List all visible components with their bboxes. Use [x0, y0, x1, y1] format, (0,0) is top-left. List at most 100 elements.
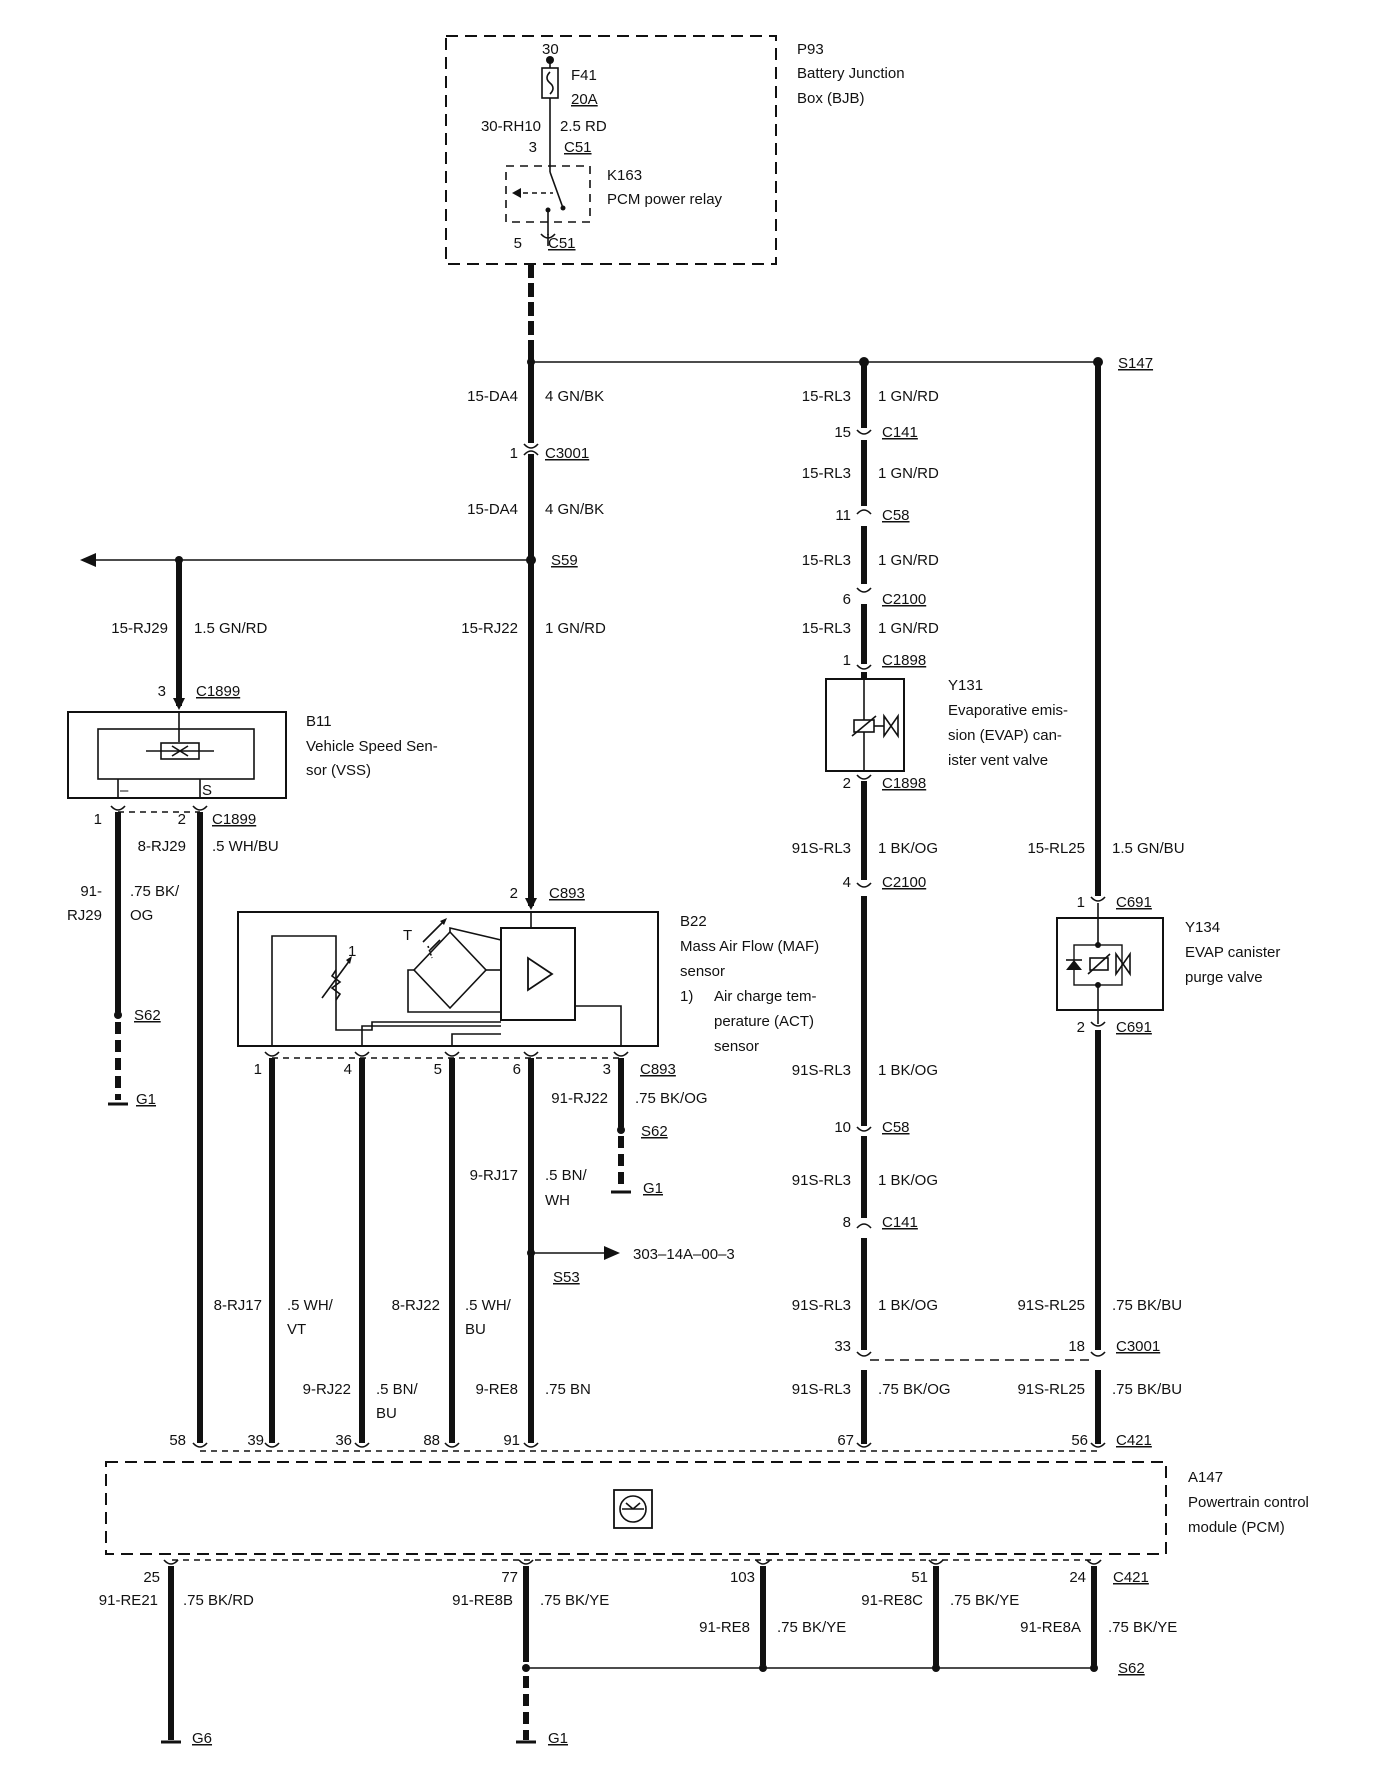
valve-icon: [883, 713, 899, 739]
c1899-top: C1899: [196, 683, 240, 700]
pin-2-c691: 2: [1077, 1019, 1085, 1036]
wire-9-re8: 9-RE8: [475, 1381, 518, 1398]
wire-91-re8a: 91-RE8A: [1020, 1619, 1081, 1636]
c3001-bottom: C3001: [1116, 1338, 1160, 1355]
pin-11: 11: [835, 507, 851, 524]
pin-2-c1899: 2: [178, 811, 186, 828]
purge-valve-icon: [1115, 951, 1131, 977]
pin-1-c1899: 1: [94, 811, 102, 828]
ref-303-14a-00-3: 303–14A–00–3: [633, 1246, 735, 1263]
pin-1-c691: 1: [1077, 894, 1085, 911]
wire-15-rl25: 15-RL25: [1027, 840, 1085, 857]
pcm-module-icon: [613, 1489, 653, 1529]
wire-8-rj17-spec-1: .5 WH/: [287, 1297, 334, 1314]
pin-1-c3001: 1: [510, 445, 518, 462]
b11-name-2: sor (VSS): [306, 762, 371, 779]
g6: G6: [192, 1730, 212, 1747]
wire-91s-rl25-a-spec: .75 BK/BU: [1112, 1297, 1182, 1314]
pin-58: 58: [169, 1432, 186, 1449]
wire-30-rh10: 30-RH10: [481, 118, 541, 135]
maf-label-1: 1: [348, 943, 356, 960]
y134-name-2: purge valve: [1185, 969, 1263, 986]
c421-top: C421: [1116, 1432, 1152, 1449]
b22-maf-box: [237, 911, 659, 1047]
pin-56: 56: [1071, 1432, 1088, 1449]
wire-8-rj17: 8-RJ17: [214, 1297, 262, 1314]
thermistor-icon: [321, 959, 351, 999]
wire-91-re8c-spec: .75 BK/YE: [950, 1592, 1019, 1609]
wire-91-rj29-spec-2: OG: [130, 907, 153, 924]
s62-pcm: S62: [1118, 1660, 1145, 1677]
pin-24: 24: [1069, 1569, 1086, 1586]
c421-bottom: C421: [1113, 1569, 1149, 1586]
pin-3-c51: 3: [529, 139, 537, 156]
maf-label-t: T: [403, 927, 412, 944]
wire-15-rj29-spec: 1.5 GN/RD: [194, 620, 268, 637]
s147: S147: [1118, 355, 1153, 372]
wire-15-da4-a: 15-DA4: [467, 388, 518, 405]
c3001-top: C3001: [545, 445, 589, 462]
wire-15-rl3-c-spec: 1 GN/RD: [878, 552, 939, 569]
wire-9-rj17-spec-1: .5 BN/: [545, 1167, 588, 1184]
wire-91-re8c: 91-RE8C: [861, 1592, 923, 1609]
c2100-bottom: C2100: [882, 874, 926, 891]
wire-8-rj17-spec-2: VT: [287, 1321, 306, 1338]
wire-15-rl3-d-spec: 1 GN/RD: [878, 620, 939, 637]
pin-25: 25: [143, 1569, 160, 1586]
pin-b22-1: 1: [254, 1061, 262, 1078]
wire-91-re8-spec: .75 BK/YE: [777, 1619, 846, 1636]
c691-top: C691: [1116, 894, 1152, 911]
wire-9-rj17: 9-RJ17: [470, 1167, 518, 1184]
c893-bottom: C893: [640, 1061, 676, 1078]
wire-91-rj22: 91-RJ22: [551, 1090, 608, 1107]
wire-8-rj29: 8-RJ29: [138, 838, 186, 855]
wire-91s-rl3-c: 91S-RL3: [792, 1172, 851, 1189]
p93-name-2: Box (BJB): [797, 90, 865, 107]
wire-91s-rl3-b: 91S-RL3: [792, 1062, 851, 1079]
p93-id: P93: [797, 41, 824, 58]
a147-id: A147: [1188, 1469, 1223, 1486]
wire-9-rj22-spec-1: .5 BN/: [376, 1381, 419, 1398]
wire-15-rl3-c: 15-RL3: [802, 552, 851, 569]
wire-91-re8: 91-RE8: [699, 1619, 750, 1636]
c51-top: C51: [564, 139, 592, 156]
wire-91s-rl3-a-spec: 1 BK/OG: [878, 840, 938, 857]
c58-top: C58: [882, 507, 910, 524]
pin-51: 51: [911, 1569, 928, 1586]
wire-91s-rl3-d-spec: 1 BK/OG: [878, 1297, 938, 1314]
g1-vss: G1: [136, 1091, 156, 1108]
wire-15-rl3-d: 15-RL3: [802, 620, 851, 637]
wire-91s-rl25-b-spec: .75 BK/BU: [1112, 1381, 1182, 1398]
c51-bottom: C51: [548, 235, 576, 252]
wire-91s-rl25-a: 91S-RL25: [1017, 1297, 1085, 1314]
purge-solenoid-icon: [1089, 957, 1109, 971]
s53: S53: [553, 1269, 580, 1286]
y131-name-3: ister vent valve: [948, 752, 1048, 769]
s62-vss: S62: [134, 1007, 161, 1024]
wire-15-rl3-a: 15-RL3: [802, 388, 851, 405]
pcm-module-box: [105, 1461, 1167, 1555]
c691-bottom: C691: [1116, 1019, 1152, 1036]
c141-bottom: C141: [882, 1214, 918, 1231]
vss-s: S: [202, 782, 212, 799]
pin-2-c1898: 2: [843, 775, 851, 792]
pin-33: 33: [834, 1338, 851, 1355]
c893-top: C893: [549, 885, 585, 902]
y131-name-2: sion (EVAP) can-: [948, 727, 1062, 744]
wire-91-re8a-spec: .75 BK/YE: [1108, 1619, 1177, 1636]
wire-91s-rl3-b-spec: 1 BK/OG: [878, 1062, 938, 1079]
y134-purge-valve-box: [1056, 917, 1164, 1011]
b22-name-2: sensor: [680, 963, 725, 980]
pin-88: 88: [423, 1432, 440, 1449]
pin-3-c1899: 3: [158, 683, 166, 700]
diode-icon: [1066, 960, 1082, 970]
wire-91s-rl3-d: 91S-RL3: [792, 1297, 851, 1314]
b11-vss-box: [67, 711, 287, 799]
wire-15-rl3-a-spec: 1 GN/RD: [878, 388, 939, 405]
wire-15-rl25-spec: 1.5 GN/BU: [1112, 840, 1185, 857]
fuse-rating: 20A: [571, 91, 598, 108]
wire-8-rj22-spec-2: BU: [465, 1321, 486, 1338]
wire-8-rj22: 8-RJ22: [392, 1297, 440, 1314]
maf-bridge-icon: [412, 930, 488, 1010]
pin-5-c51: 5: [514, 235, 522, 252]
